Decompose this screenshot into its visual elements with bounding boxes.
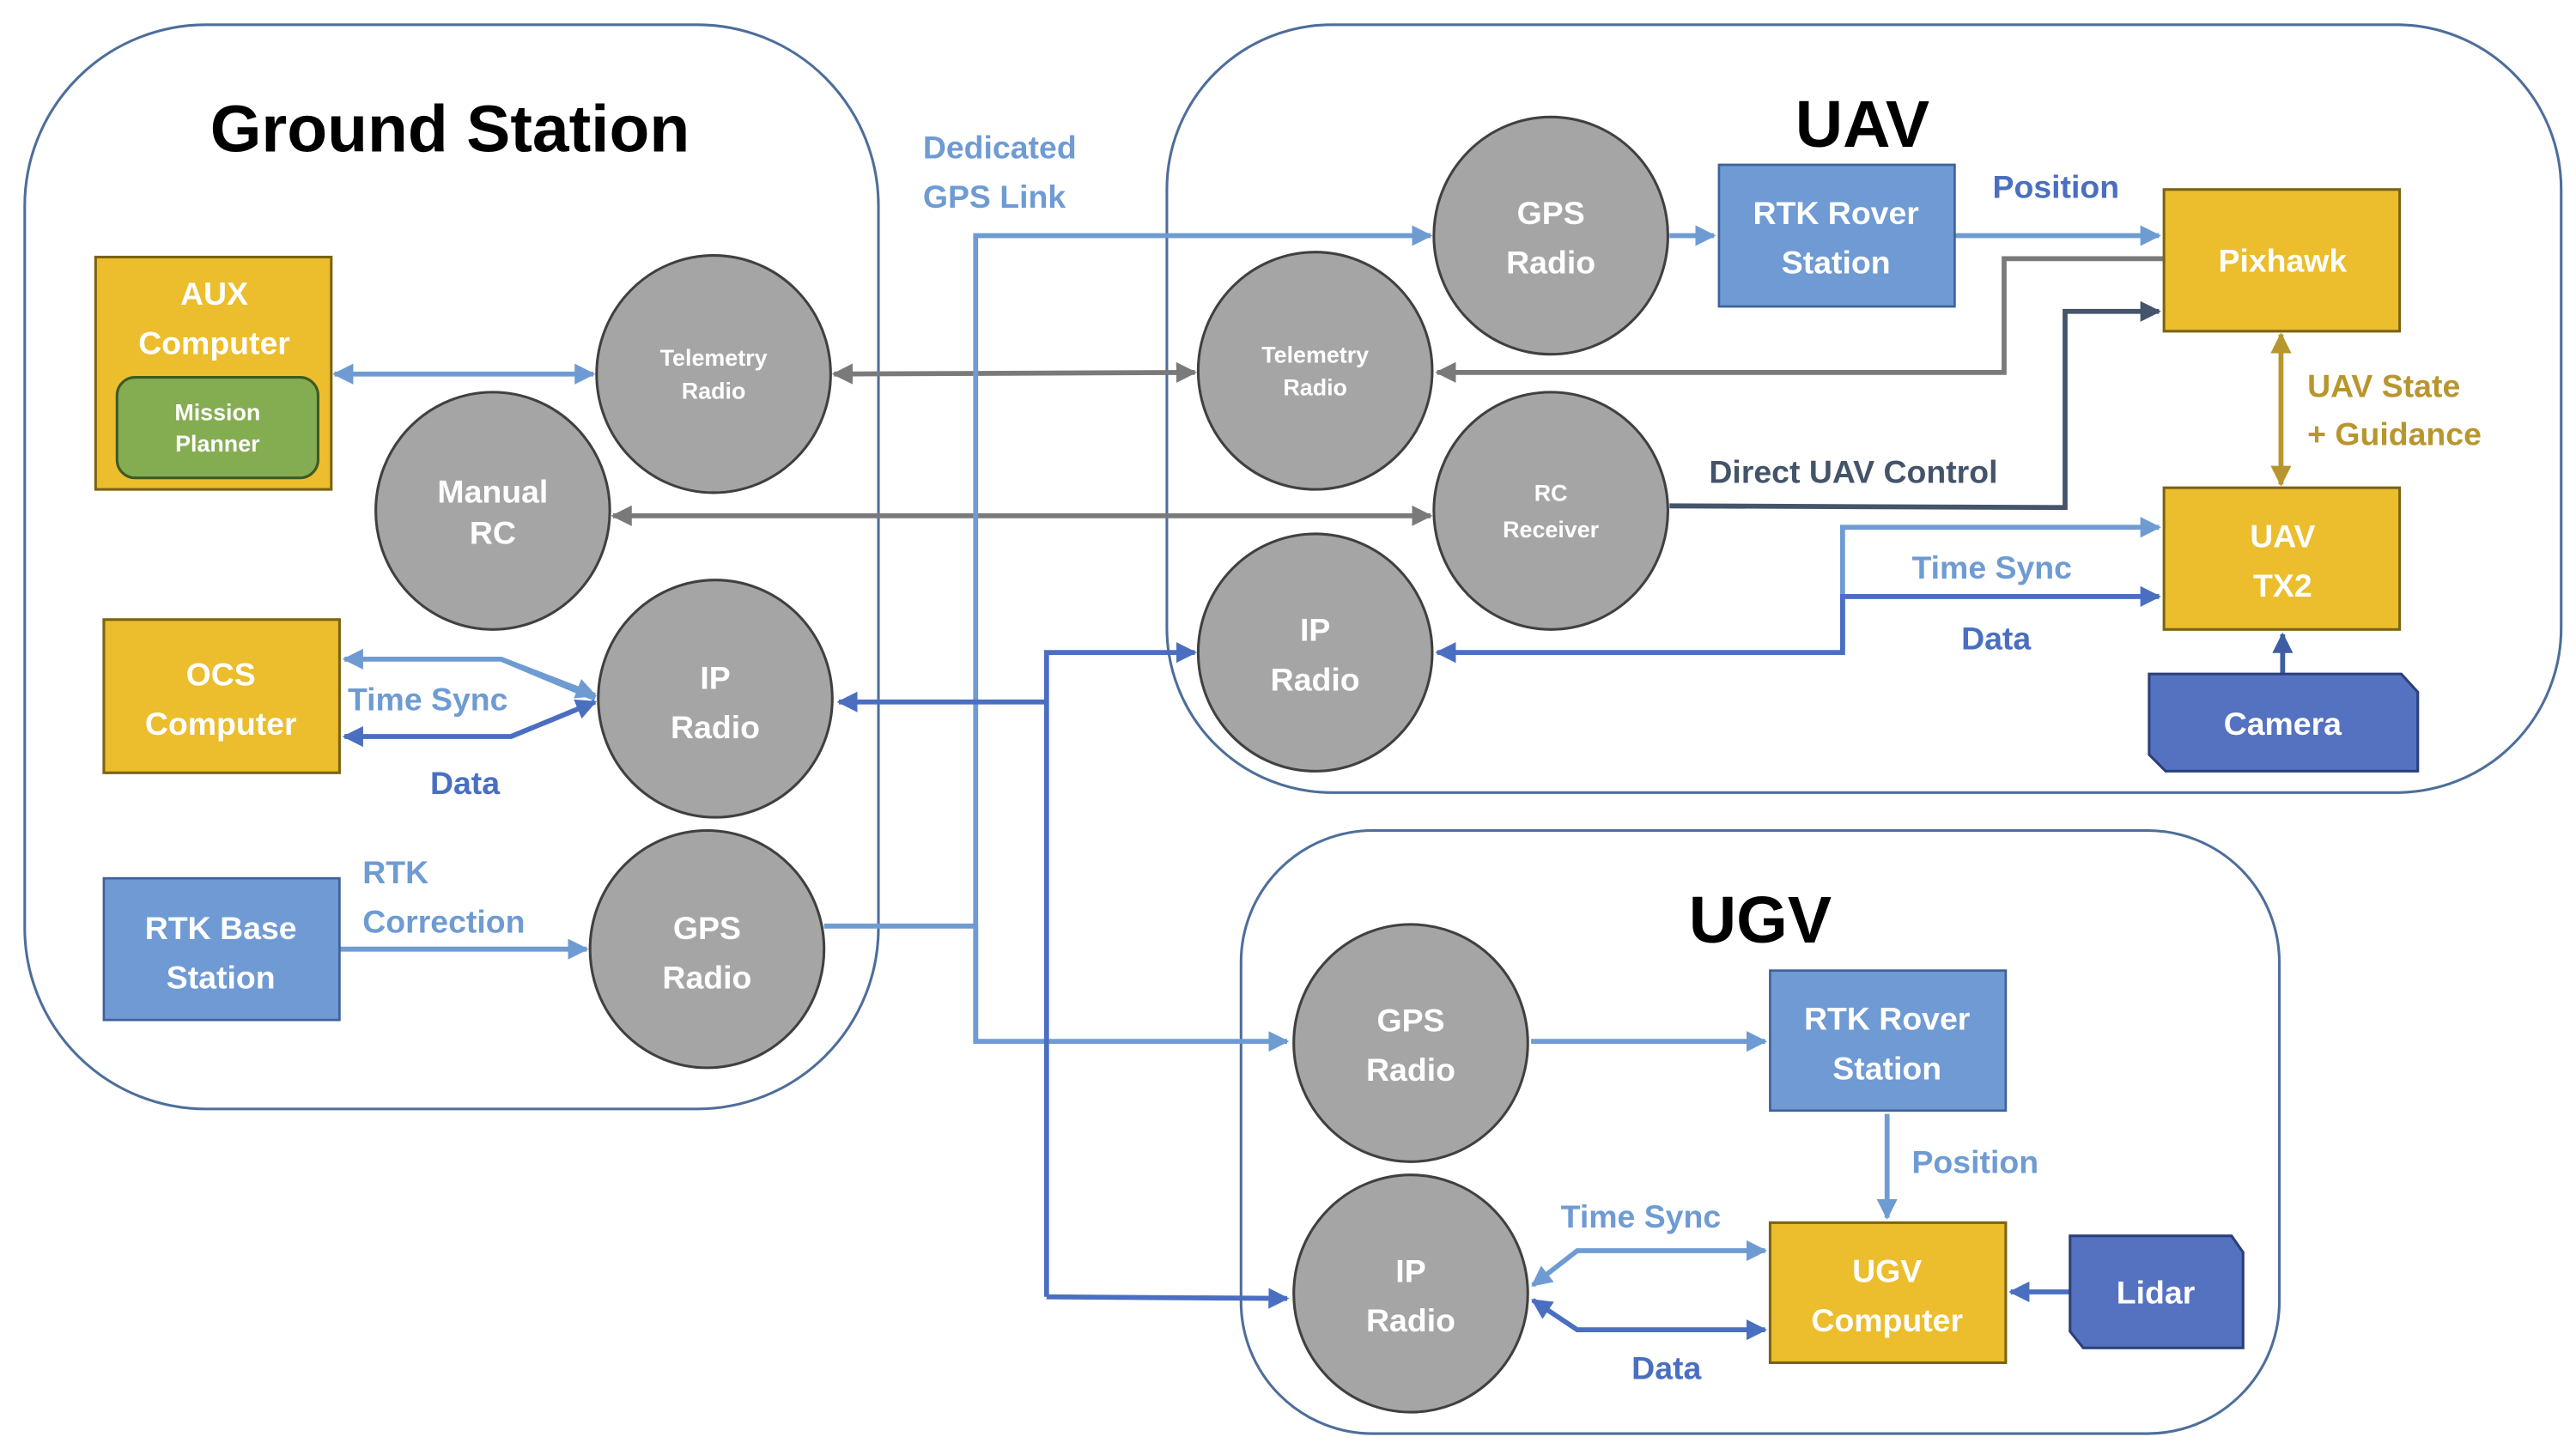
mission-planner[interactable]: Mission Planner [115,376,319,480]
svg-text:Radio: Radio [1366,1052,1455,1088]
label-gs-data: Data [430,765,501,801]
svg-text:Pixhawk: Pixhawk [2218,243,2347,279]
svg-text:IP: IP [1395,1252,1425,1288]
uav-tx2[interactable]: UAV TX2 [2162,486,2402,631]
label-ugv-position: Position [1911,1144,2038,1180]
svg-text:Computer: Computer [138,325,290,361]
edge-direct-uav-control [1669,300,2161,511]
manual-rc[interactable]: Manual RC [374,391,611,631]
svg-text:Computer: Computer [1811,1302,1963,1338]
label-uav-time-sync: Time Sync [1911,549,2072,585]
label-ugv-time-sync: Time Sync [1561,1198,1722,1234]
svg-text:Manual: Manual [437,473,548,509]
ground-station-title: Ground Station [210,94,690,167]
uav-rtk-rover-station[interactable]: RTK Rover Station [1717,163,1956,308]
gs-ip-radio[interactable]: IP Radio [597,579,834,819]
svg-text:Planner: Planner [175,431,260,457]
svg-text:Telemetry: Telemetry [1261,342,1369,367]
svg-text:Radio: Radio [1283,375,1347,401]
uav-gps-radio[interactable]: GPS Radio [1432,115,1669,356]
label-direct-uav-control: Direct UAV Control [1709,453,1997,489]
svg-text:IP: IP [700,659,730,695]
svg-text:RTK Rover: RTK Rover [1804,1001,1970,1037]
edge-ocs-time-sync-in [500,657,598,699]
svg-text:GPS: GPS [673,910,741,946]
ugv-gps-radio[interactable]: GPS Radio [1292,923,1529,1163]
svg-text:Station: Station [1832,1050,1941,1086]
svg-text:Radio: Radio [671,709,760,745]
edge-gps-to-ugv [973,925,1290,1052]
svg-text:Computer: Computer [145,706,297,742]
svg-text:Receiver: Receiver [1503,517,1600,543]
rtk-base-station[interactable]: RTK Base Station [102,876,341,1022]
svg-text:RTK Base: RTK Base [145,910,297,946]
svg-text:AUX: AUX [180,276,248,312]
gs-telemetry-radio[interactable]: Telemetry Radio [595,254,832,494]
lidar[interactable]: Lidar [2069,1234,2245,1349]
svg-text:Station: Station [1782,245,1891,281]
label-rtk-correction-1: RTK [362,854,428,890]
uav-ip-radio[interactable]: IP Radio [1196,532,1434,773]
gs-gps-radio[interactable]: GPS Radio [588,828,826,1070]
ugv-computer[interactable]: UGV Computer [1768,1221,2008,1365]
svg-text:Telemetry: Telemetry [660,345,768,371]
svg-text:UGV: UGV [1852,1252,1922,1288]
label-dedicated-gps-link-1: Dedicated [923,129,1077,165]
uav-title: UAV [1795,88,1929,161]
svg-text:Radio: Radio [1271,661,1360,697]
pixhawk[interactable]: Pixhawk [2162,188,2402,333]
label-uav-position: Position [1993,168,2120,204]
svg-text:IP: IP [1300,612,1330,648]
edge-ip-to-ugv [1046,1288,1290,1309]
ugv-rtk-rover-station[interactable]: RTK Rover Station [1769,969,2008,1112]
svg-text:OCS: OCS [186,657,256,693]
svg-text:Mission: Mission [174,399,260,425]
svg-text:Station: Station [167,960,276,996]
camera[interactable]: Camera [2148,672,2420,773]
edge-ocs-data-in [509,699,598,739]
edge-ugv-data [1531,1298,1768,1341]
svg-text:RTK Rover: RTK Rover [1753,195,1919,231]
label-gs-time-sync: Time Sync [348,681,508,717]
label-dedicated-gps-link-2: GPS Link [923,179,1066,215]
label-ugv-data: Data [1631,1350,1702,1386]
svg-text:Radio: Radio [1366,1302,1455,1338]
svg-text:RC: RC [1534,481,1568,506]
svg-text:Camera: Camera [2224,706,2342,742]
svg-text:GPS: GPS [1376,1003,1444,1039]
svg-text:Lidar: Lidar [2117,1274,2195,1310]
label-rtk-correction-2: Correction [362,903,525,939]
label-uav-state-2: + Guidance [2307,415,2482,452]
svg-text:GPS: GPS [1517,195,1585,231]
uav-telemetry-radio[interactable]: Telemetry Radio [1196,251,1434,491]
rc-receiver[interactable]: RC Receiver [1432,391,1669,631]
ugv-ip-radio[interactable]: IP Radio [1292,1173,1529,1414]
edge-pixhawk-telemetry [1435,256,2165,383]
ocs-computer[interactable]: OCS Computer [102,618,341,774]
label-uav-state-1: UAV State [2307,368,2460,404]
svg-text:TX2: TX2 [2253,567,2312,603]
ugv-title: UGV [1689,884,1832,957]
svg-text:RC: RC [470,514,516,550]
edge-ugv-time-sync [1531,1240,1768,1288]
edge-ip-to-uav [1043,642,1197,1297]
edge-telemetry-link [831,361,1197,385]
svg-text:Radio: Radio [1506,245,1595,281]
svg-text:UAV: UAV [2250,518,2315,554]
svg-text:Radio: Radio [682,379,746,404]
edge-gps-to-uav [973,225,1433,1042]
svg-text:Radio: Radio [662,960,751,996]
label-uav-data: Data [1961,620,2032,656]
